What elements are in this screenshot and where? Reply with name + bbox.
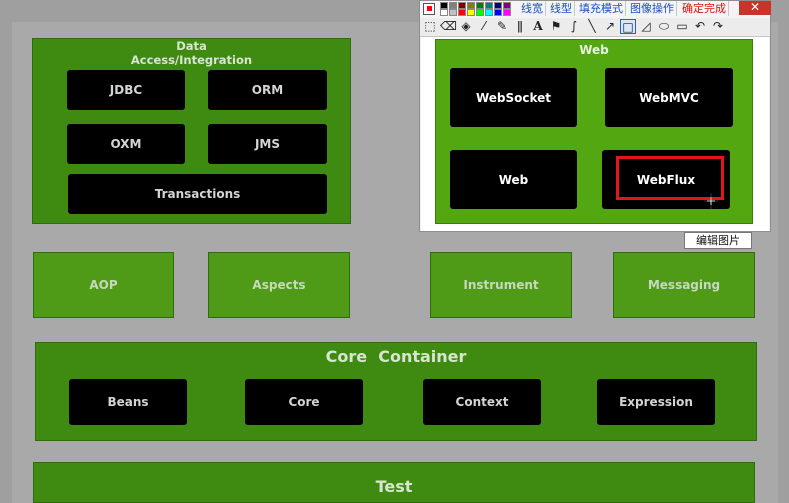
palette-color[interactable] [440, 9, 448, 16]
palette-color[interactable] [494, 9, 502, 16]
crosshair-cursor-icon [704, 193, 718, 209]
palette-color[interactable] [476, 2, 484, 9]
core-container-title: Core Container [325, 347, 467, 366]
polygon-icon[interactable]: ◿ [641, 19, 651, 33]
websocket-box: WebSocket [450, 68, 577, 127]
palette-color[interactable] [485, 9, 493, 16]
jdbc-box: JDBC [67, 70, 185, 110]
aop-module: AOP [33, 252, 174, 318]
palette-color[interactable] [458, 9, 466, 16]
edit-image-tooltip: 编辑图片 [684, 232, 752, 249]
web-box: Web [450, 150, 577, 209]
data-access-title: Data Access/Integration [130, 39, 253, 67]
orm-box: ORM [208, 70, 327, 110]
redo-icon[interactable]: ↷ [712, 19, 724, 33]
palette-color[interactable] [503, 9, 511, 16]
palette-color[interactable] [449, 2, 457, 9]
menu-line-style[interactable]: 线型 [548, 1, 575, 16]
brush-icon[interactable]: ǁ [517, 19, 523, 33]
aspects-label: Aspects [252, 278, 306, 292]
editor-toolbar: ⬚ ⌫ ◈ ⁄ ✎ ǁ A ⚑ ∫ ╲ ↗ □ ◿ ⬭ ▭ ↶ ↷ [420, 18, 770, 37]
pencil-icon[interactable]: ✎ [496, 19, 508, 33]
transactions-box: Transactions [68, 174, 327, 214]
instrument-module: Instrument [430, 252, 572, 318]
context-box: Context [423, 379, 541, 425]
palette-color[interactable] [494, 2, 502, 9]
ellipse-icon[interactable]: ⬭ [658, 19, 670, 33]
palette-color[interactable] [440, 2, 448, 9]
palette-color[interactable] [467, 2, 475, 9]
close-button[interactable]: ✕ [739, 1, 771, 15]
menu-confirm-done[interactable]: 确定完成 [680, 1, 729, 16]
palette-color[interactable] [467, 9, 475, 16]
rectangle-icon[interactable]: □ [620, 19, 636, 34]
menu-line-width[interactable]: 线宽 [519, 1, 546, 16]
menu-image-ops[interactable]: 图像操作 [628, 1, 677, 16]
aspects-module: Aspects [208, 252, 350, 318]
messaging-module: Messaging [613, 252, 755, 318]
airbrush-icon[interactable]: ⚑ [550, 19, 562, 33]
select-rect-icon[interactable]: ⬚ [424, 19, 436, 33]
palette-color[interactable] [476, 9, 484, 16]
test-title: Test [375, 477, 413, 496]
palette-color[interactable] [458, 2, 466, 9]
text-icon[interactable]: A [533, 19, 543, 33]
core-box: Core [245, 379, 363, 425]
web-title: Web [579, 43, 609, 57]
palette-color[interactable] [503, 2, 511, 9]
line-icon[interactable]: ╲ [588, 19, 596, 33]
palette-color[interactable] [485, 2, 493, 9]
arrow-icon[interactable]: ↗ [604, 19, 616, 33]
eraser-icon[interactable]: ⌫ [440, 19, 457, 33]
instrument-label: Instrument [463, 278, 539, 292]
palette-color[interactable] [449, 9, 457, 16]
test-module: Test [33, 462, 755, 503]
menu-fill-mode[interactable]: 填充模式 [577, 1, 626, 16]
undo-icon[interactable]: ↶ [694, 19, 706, 33]
webmvc-box: WebMVC [605, 68, 733, 127]
beans-box: Beans [69, 379, 187, 425]
palette-color[interactable] [427, 6, 432, 11]
rounded-rect-icon[interactable]: ▭ [676, 19, 688, 33]
editor-menu-bar: 线宽 线型 填充模式 图像操作 确定完成 ✕ [420, 1, 771, 18]
expression-box: Expression [597, 379, 715, 425]
red-highlight-rectangle[interactable] [616, 156, 724, 200]
curve-icon[interactable]: ∫ [570, 19, 578, 33]
oxm-box: OXM [67, 124, 185, 164]
jms-box: JMS [208, 124, 327, 164]
messaging-label: Messaging [647, 278, 721, 292]
aop-label: AOP [89, 278, 118, 292]
eyedropper-icon[interactable]: ⁄ [482, 19, 485, 33]
fill-bucket-icon[interactable]: ◈ [461, 19, 471, 33]
